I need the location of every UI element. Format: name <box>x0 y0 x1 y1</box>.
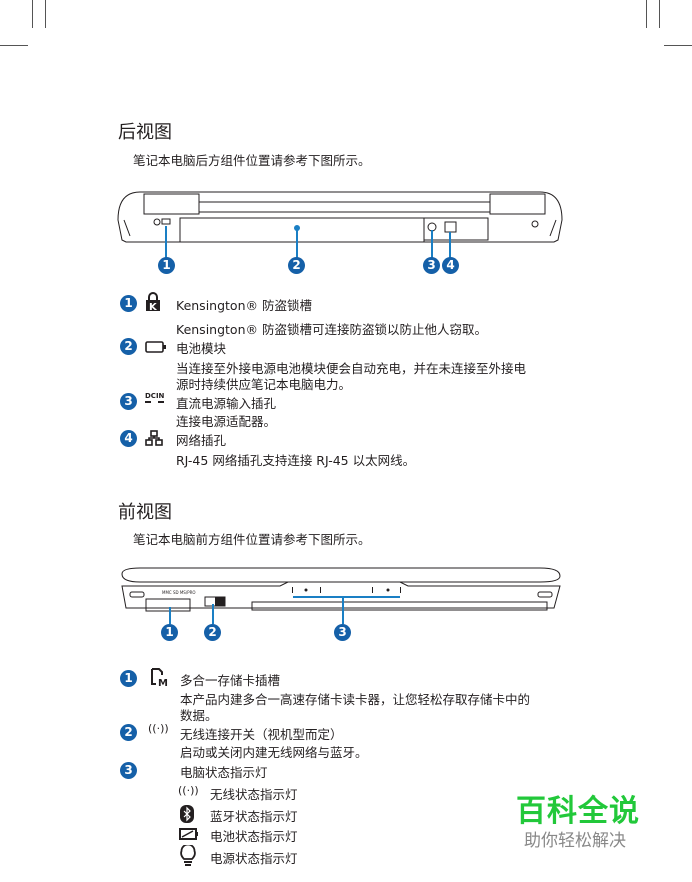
item-title: 无线连接开关（视机型而定） <box>180 727 343 742</box>
rear-view-diagram <box>117 191 563 258</box>
battery-dot <box>294 225 300 231</box>
item-desc: 当连接至外接电源电池模块便会自动充电，并在未连接至外接电 <box>176 361 527 376</box>
item-number-3: 3 <box>120 762 137 779</box>
wireless-icon: ((·)) <box>178 784 199 797</box>
item-number-4: 4 <box>120 430 137 447</box>
item-desc: 源时持续供应笔记本电脑电力。 <box>176 377 352 392</box>
item-number-3: 3 <box>120 393 137 410</box>
item-title: 多合一存储卡插槽 <box>180 673 281 688</box>
svg-text:M: M <box>158 678 168 687</box>
front-callout-3: 3 <box>334 624 351 641</box>
item-desc: 连接电源适配器。 <box>176 414 277 429</box>
item-title: Kensington® 防盗锁槽 <box>176 298 312 313</box>
front-view-heading: 前视图 <box>118 502 172 523</box>
rear-callout-2: 2 <box>288 257 305 274</box>
front-callout-2: 2 <box>204 624 221 641</box>
item-number-1: 1 <box>120 670 137 687</box>
memory-card-icon: M <box>151 668 168 687</box>
front-callout-1: 1 <box>161 624 178 641</box>
crop-mark <box>664 45 692 46</box>
battery-icon <box>145 341 166 353</box>
watermark-title: 百科全说 <box>516 794 640 829</box>
front-view-diagram: MMC SD MS/PRO <box>121 567 561 624</box>
item-number-2: 2 <box>120 724 137 741</box>
item-desc: 启动或关闭内建无线网络与蓝牙。 <box>180 745 368 760</box>
item-title: 直流电源输入插孔 <box>176 396 277 411</box>
network-icon <box>145 430 163 446</box>
bluetooth-icon <box>180 805 194 823</box>
rear-view-intro: 笔记本电脑后方组件位置请参考下图所示。 <box>133 153 371 168</box>
wireless-icon: ((·)) <box>148 722 169 735</box>
item-desc: Kensington® 防盗锁槽可连接防盗锁以防止他人窃取。 <box>176 322 487 337</box>
indicator-label: 电源状态指示灯 <box>210 851 298 866</box>
rear-callout-3: 3 <box>423 257 440 274</box>
svg-text:MMC SD MS/PRO: MMC SD MS/PRO <box>162 590 196 595</box>
item-desc: 本产品内建多合一高速存储卡读卡器，让您轻松存取存储卡中的 <box>180 692 531 707</box>
crop-mark <box>659 0 660 28</box>
indicator-label: 无线状态指示灯 <box>210 787 298 802</box>
crop-mark <box>45 0 46 28</box>
indicator-label: 电池状态指示灯 <box>210 829 298 844</box>
item-number-2: 2 <box>120 338 137 355</box>
crop-mark <box>0 45 28 46</box>
dcin-icon: DCIN <box>145 392 165 403</box>
item-title: 电池模块 <box>176 341 227 356</box>
power-bulb-icon <box>180 845 196 866</box>
svg-text:K: K <box>149 302 158 312</box>
item-desc: RJ-45 网络插孔支持连接 RJ-45 以太网线。 <box>176 453 416 468</box>
item-desc: 数据。 <box>180 708 218 723</box>
kensington-lock-icon: K <box>146 292 160 312</box>
item-number-1: 1 <box>120 295 137 312</box>
battery-charge-icon <box>179 828 198 840</box>
rear-view-heading: 后视图 <box>118 122 172 143</box>
crop-mark <box>646 0 647 28</box>
watermark-subtitle: 助你轻松解决 <box>524 831 626 851</box>
item-title: 网络插孔 <box>176 433 227 448</box>
rear-callout-4: 4 <box>442 257 459 274</box>
rear-callout-1: 1 <box>158 257 175 274</box>
crop-mark <box>32 0 33 28</box>
indicator-label: 蓝牙状态指示灯 <box>210 809 298 824</box>
item-title: 电脑状态指示灯 <box>180 765 268 780</box>
front-view-intro: 笔记本电脑前方组件位置请参考下图所示。 <box>133 532 371 547</box>
